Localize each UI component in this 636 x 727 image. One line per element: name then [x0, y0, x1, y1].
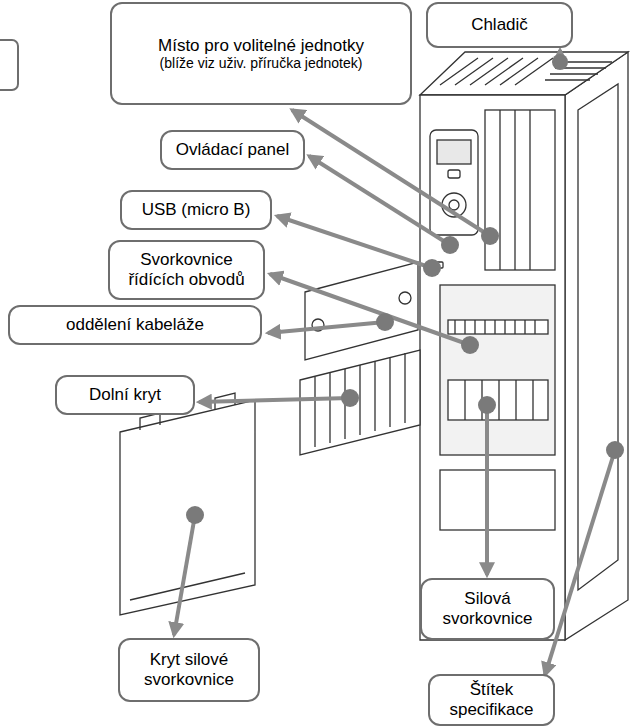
- callout-box: Dolní kryt: [55, 375, 195, 415]
- part-name: Dolní kryt: [89, 385, 161, 405]
- part-name: Silová svorkovnice: [430, 589, 545, 628]
- part-name: Místo pro volitelné jednotky: [158, 36, 364, 56]
- part-name: USB (micro B): [142, 200, 251, 220]
- callout-box: Svorkovnice řídících obvodů: [108, 240, 265, 300]
- part-name: Kryt silové svorkovnice: [128, 650, 250, 689]
- callout-box: USB (micro B): [120, 190, 272, 230]
- callout-box: Místo pro volitelné jednotky(blíže viz u…: [110, 2, 412, 105]
- part-note: (blíže viz uživ. příručka jednotek): [160, 55, 363, 71]
- part-name: Štítek specifikace: [438, 680, 545, 719]
- part-name: oddělení kabeláže: [66, 315, 204, 335]
- callout-box: Silová svorkovnice: [420, 578, 555, 640]
- callout-box: oddělení kabeláže: [8, 305, 262, 345]
- callout-box: Ovládací panel: [160, 130, 305, 170]
- part-name: Chladič: [471, 15, 528, 35]
- callout-box: Chladič: [426, 2, 573, 48]
- callout-box: Kryt silové svorkovnice: [118, 638, 260, 702]
- part-name: Ovládací panel: [176, 140, 289, 160]
- part-name: Svorkovnice řídících obvodů: [118, 250, 255, 289]
- callout-box: Štítek specifikace: [428, 674, 555, 726]
